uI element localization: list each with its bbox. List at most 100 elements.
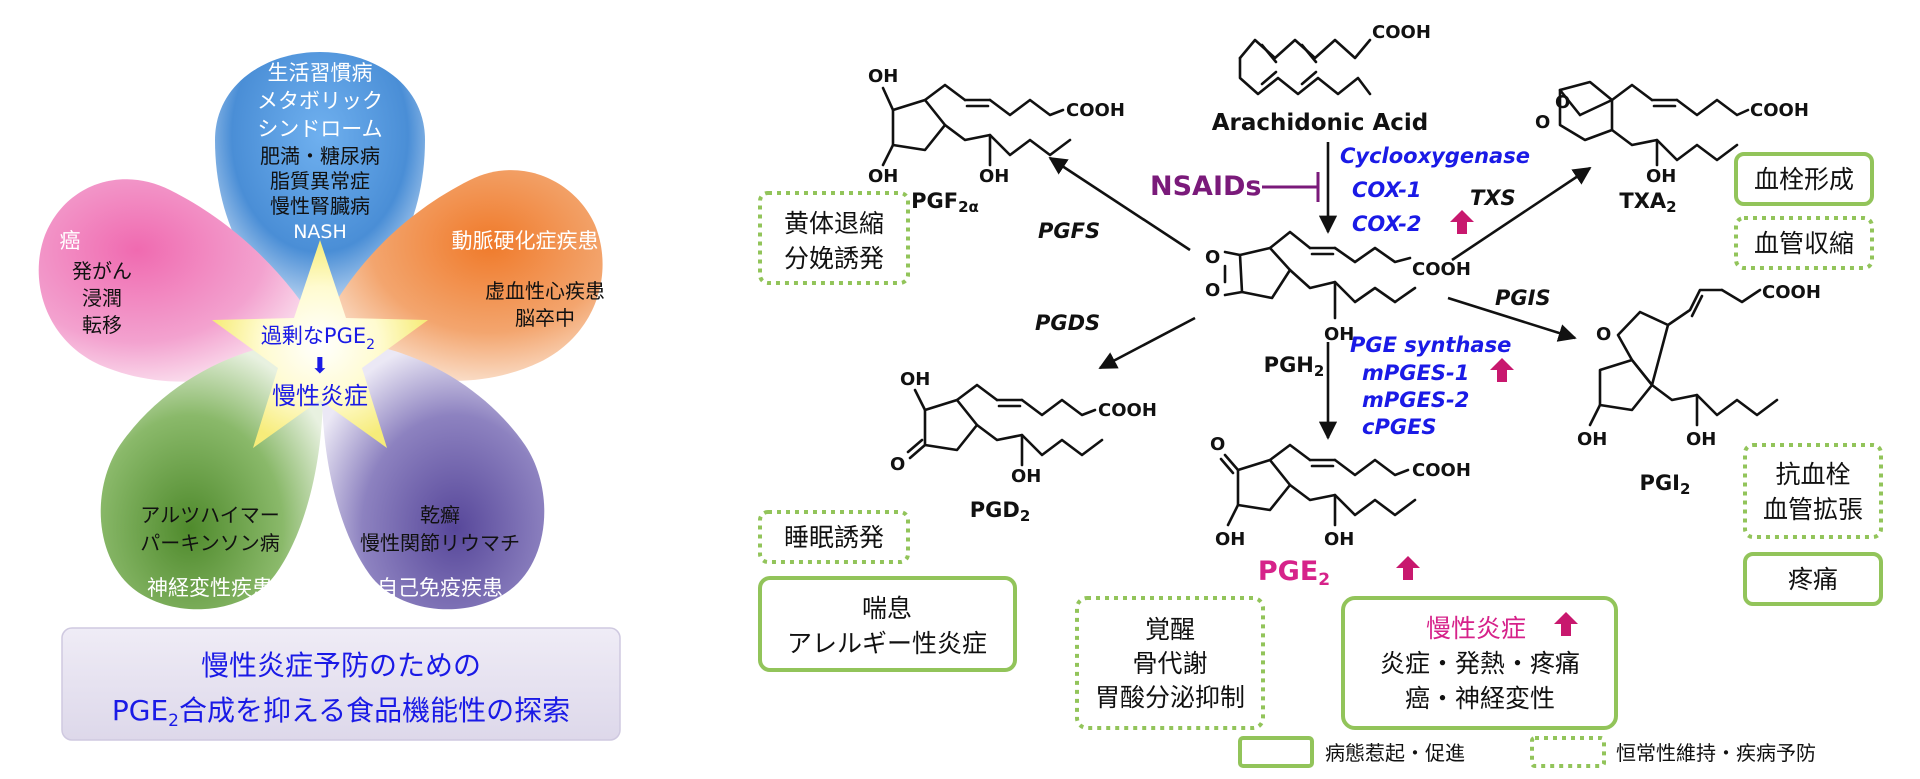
aa-cooh: COOH <box>1372 22 1431 43</box>
txa-oh: OH <box>1646 166 1676 187</box>
txa-cooh: COOH <box>1750 100 1809 121</box>
pgf-cooh: COOH <box>1066 100 1125 121</box>
pgh-to-txa-arrow <box>1451 166 1592 262</box>
center-text: 過剰なPGE2 ⬇ 慢性炎症 <box>261 324 375 410</box>
center-star <box>212 240 428 448</box>
petal-lower-right-text: 乾癬 慢性関節リウマチ 自己免疫疾患 <box>360 503 520 600</box>
pgi-pain-text: 疼痛 <box>1788 565 1838 594</box>
petal-top-line-7: NASH <box>293 221 347 243</box>
txa-vaso-text: 血管収縮 <box>1754 229 1854 258</box>
petal-lr-line-1: 乾癬 <box>420 503 460 527</box>
pgis-label: PGIS <box>1495 286 1551 310</box>
banner: 慢性炎症予防のための PGE2合成を抑える食品機能性の探索 <box>61 627 621 741</box>
pge-homeostasis-box: 覚醒 骨代謝 胃酸分泌抑制 <box>1075 596 1265 730</box>
petal-ul-line-2: 浸潤 <box>82 286 122 310</box>
legend-solid-label: 病態惹起・促進 <box>1325 741 1465 765</box>
pgi-effect-1: 抗血栓 <box>1775 460 1850 489</box>
pgh-to-pgd-arrow <box>1098 316 1196 370</box>
pgf-effects-box: 黄体退縮 分娩誘発 <box>758 191 910 285</box>
legend: 病態惹起・促進 恒常性維持・疾病予防 <box>1238 736 1816 768</box>
petal-ll-line-2: パーキンソン病 <box>140 531 279 555</box>
petal-ul-line-3: 転移 <box>82 313 122 337</box>
pgd-cooh: COOH <box>1098 400 1157 421</box>
pgh-o-2: O <box>1205 280 1220 301</box>
pgf2a-structure: OH OH COOH OH <box>868 66 1125 187</box>
center-line-1: 過剰なPGE2 <box>261 324 375 353</box>
pgh-to-pgf-arrow <box>1048 156 1191 252</box>
petal-lower-left-text: アルツハイマー パーキンソン病 神経変性疾患 <box>140 503 279 600</box>
petal-ur-line-1: 虚血性心疾患 <box>485 279 605 303</box>
pgi-cooh: COOH <box>1762 282 1821 303</box>
legend-dotted-label: 恒常性維持・疾病予防 <box>1616 741 1816 765</box>
txa-o-1: O <box>1555 92 1570 113</box>
pgd-sleep-text: 睡眠誘発 <box>784 523 884 552</box>
cox-label: Cyclooxygenase <box>1340 144 1530 168</box>
center-down-arrow: ⬇ <box>311 354 329 379</box>
petal-lr-label: 自己免疫疾患 <box>377 576 503 600</box>
pgi2-structure: O COOH OH OH <box>1577 282 1821 450</box>
banner-line-2: PGE2合成を抑える食品機能性の探索 <box>112 694 570 731</box>
petal-top-line-2: メタボリック <box>257 89 383 113</box>
pge-oh-1: OH <box>1215 529 1245 550</box>
pgf-effect-2: 分娩誘発 <box>784 244 884 273</box>
pgi-pain-box: 疼痛 <box>1743 552 1883 606</box>
pgi-o: O <box>1596 324 1611 345</box>
chronic-up-arrow-icon <box>1554 612 1578 636</box>
petal-ur-line-2: 脳卒中 <box>515 306 575 330</box>
cox2-label: COX-2 <box>1352 212 1422 236</box>
cox2-up-arrow-icon <box>1450 210 1474 234</box>
pgi-oh-2: OH <box>1686 429 1716 450</box>
pgi-oh-1: OH <box>1577 429 1607 450</box>
txa2-label: TXA2 <box>1619 189 1676 216</box>
pgi-effects-box: 抗血栓 血管拡張 <box>1743 443 1883 539</box>
mpges2-label: mPGES-2 <box>1362 388 1469 412</box>
pgh2-structure: O O COOH OH <box>1205 230 1471 345</box>
petal-upper-right-text: 動脈硬化症疾患 虚血性心疾患 脳卒中 <box>452 229 606 330</box>
disease-flower <box>38 52 603 610</box>
petal-top-line-3: シンドローム <box>257 117 382 141</box>
petal-top-line-5: 脂質異常症 <box>270 169 370 193</box>
pgd-o: O <box>890 454 905 475</box>
txa-thrombus-box: 血栓形成 <box>1734 152 1874 206</box>
pge-homeo-3: 胃酸分泌抑制 <box>1095 683 1245 712</box>
pge-chronic-title: 慢性炎症 <box>1426 614 1526 643</box>
petal-top-line-6: 慢性腎臓病 <box>270 194 370 218</box>
pgd-oh-2: OH <box>1011 466 1041 487</box>
txa-vaso-box: 血管収縮 <box>1734 216 1874 270</box>
arachidonic-acid-structure: COOH <box>1238 22 1431 96</box>
pgd-asthma-box: 喘息 アレルギー性炎症 <box>758 576 1017 672</box>
pgh-oh: OH <box>1324 324 1354 345</box>
pge2-up-arrow-icon <box>1396 556 1420 580</box>
petal-ul-title: 癌 <box>60 229 81 253</box>
petal-lower-right <box>322 340 545 610</box>
txs-label: TXS <box>1470 186 1516 210</box>
pgd-asthma-2: アレルギー性炎症 <box>787 629 987 658</box>
txa-o-2: O <box>1535 112 1550 133</box>
petal-ll-line-1: アルツハイマー <box>140 503 279 527</box>
pge2-structure: O COOH OH OH <box>1210 434 1471 550</box>
banner-box <box>61 627 621 741</box>
pge-synthase-label: PGE synthase <box>1350 333 1511 357</box>
pge-oh-2: OH <box>1324 529 1354 550</box>
pgd2-label: PGD2 <box>970 498 1031 525</box>
arachidonic-acid-label: Arachidonic Acid <box>1212 110 1429 136</box>
legend-dotted-swatch <box>1530 736 1606 768</box>
center-line-2: 慢性炎症 <box>272 382 368 410</box>
pgf-effect-1: 黄体退縮 <box>784 209 884 238</box>
pgh-to-pgi-arrow <box>1447 296 1577 342</box>
petal-lr-line-2: 慢性関節リウマチ <box>360 531 520 555</box>
pge-chronic-box: 慢性炎症 炎症・発熱・疼痛 癌・神経変性 <box>1341 596 1618 730</box>
petal-top-text: 生活習慣病 メタボリック シンドローム 肥満・糖尿病 脂質異常症 慢性腎臓病 N… <box>257 61 383 243</box>
cox1-label: COX-1 <box>1352 178 1422 202</box>
pgd-sleep-box: 睡眠誘発 <box>758 510 910 564</box>
pgh2-label: PGH2 <box>1264 353 1325 380</box>
pgf2a-label: PGF2α <box>911 189 979 216</box>
pgi-effect-2: 血管拡張 <box>1763 495 1863 524</box>
pge-chronic-1: 炎症・発熱・疼痛 <box>1380 649 1580 678</box>
petal-ur-title: 動脈硬化症疾患 <box>452 229 599 253</box>
pge-homeo-1: 覚醒 <box>1145 615 1195 644</box>
pgd-asthma-1: 喘息 <box>862 594 912 623</box>
pgfs-label: PGFS <box>1038 219 1100 243</box>
banner-line-1: 慢性炎症予防のための <box>201 649 481 682</box>
